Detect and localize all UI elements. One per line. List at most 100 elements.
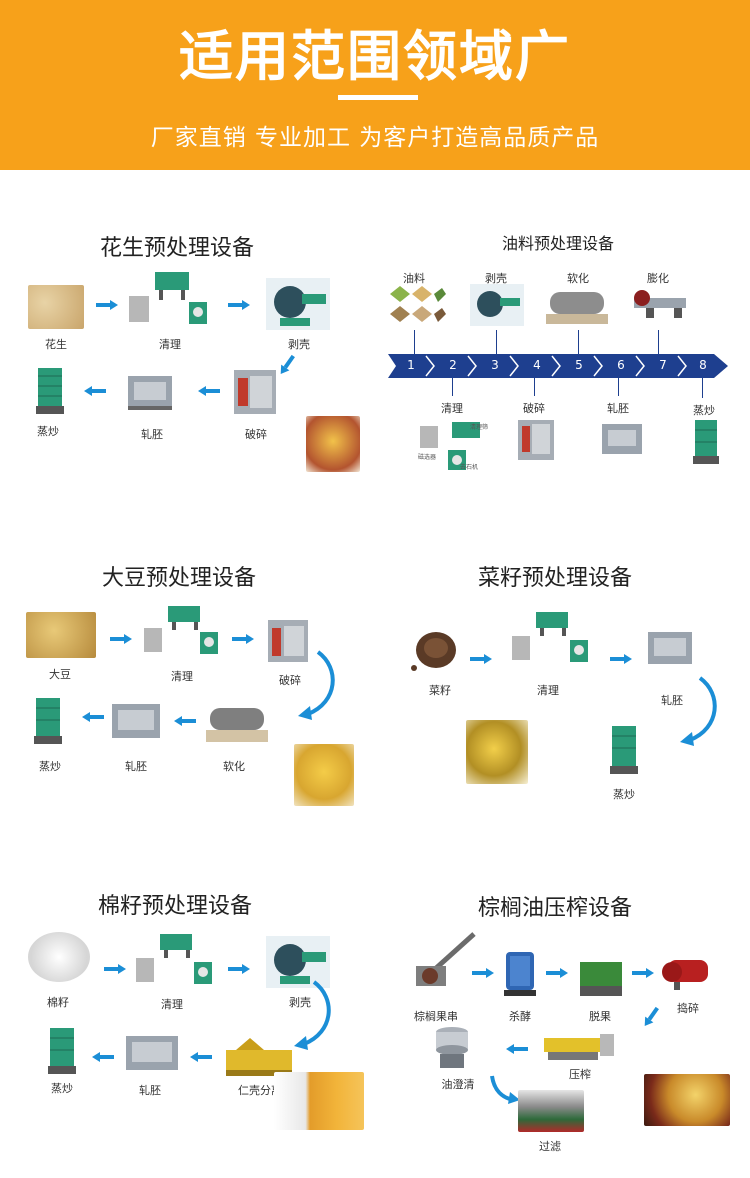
step-number: 7 xyxy=(659,358,667,372)
step-number: 6 xyxy=(617,358,625,372)
peanut-oil-photo xyxy=(306,416,360,472)
steaming-label: 蒸炒 xyxy=(37,425,59,438)
steam-cooker-icon xyxy=(36,368,64,414)
oilseed-top-label: 油料 xyxy=(403,272,425,285)
flow-arrow xyxy=(506,1044,528,1054)
oilseed-top-label: 膨化 xyxy=(647,272,669,285)
step-number: 4 xyxy=(533,358,541,372)
flow-arrow xyxy=(104,964,126,974)
sheller-machine-icon xyxy=(266,936,330,988)
shelling-label: 剥壳 xyxy=(289,996,311,1009)
threshing-machine-icon xyxy=(580,962,622,996)
palm-bunch-conveyor-icon xyxy=(416,932,476,986)
vibrating-sieve-icon xyxy=(436,1027,468,1068)
connector-line xyxy=(702,378,703,398)
steam-cooker-icon xyxy=(48,1028,76,1074)
flaking-label: 轧胚 xyxy=(125,760,147,773)
oilseed-cleaning-group-icon xyxy=(420,422,480,470)
down-flow-arrow xyxy=(490,1075,520,1104)
sheller-machine-icon xyxy=(266,278,330,330)
rapeseed-label: 菜籽 xyxy=(429,684,451,697)
flaking-mill-icon xyxy=(648,632,692,664)
timeline-bar xyxy=(388,354,728,378)
connector-line xyxy=(578,330,579,354)
cottonseed-label: 棉籽 xyxy=(47,996,69,1009)
rapeseed-section-title: 菜籽预处理设备 xyxy=(478,566,633,591)
filter-press-photo xyxy=(518,1090,584,1132)
cottonseed-section-title: 棉籽预处理设备 xyxy=(98,894,253,919)
tiny-label: 清理筛 xyxy=(470,424,489,431)
step-number: 5 xyxy=(575,358,583,372)
cleaning-machine-icon xyxy=(144,606,218,654)
flaking-label: 轧胚 xyxy=(139,1084,161,1097)
cleaning-machine-icon xyxy=(136,934,212,984)
sterilizer-icon xyxy=(504,952,536,996)
title-underline xyxy=(338,95,418,100)
flow-arrow xyxy=(610,654,632,664)
process-timeline: 1 2 3 4 5 6 7 8 xyxy=(388,354,728,378)
page-title: 适用范围领域广 xyxy=(179,25,571,88)
oilseed-crusher-icon xyxy=(518,420,554,460)
cleaning-machine-icon xyxy=(129,272,207,324)
flow-arrow xyxy=(190,1052,212,1062)
flaking-label: 轧胚 xyxy=(661,694,683,707)
palm-label: 脱果 xyxy=(589,1010,611,1023)
flow-arrow xyxy=(84,386,106,396)
cleaning-label: 清理 xyxy=(161,998,183,1011)
softening-machine-icon xyxy=(546,292,608,324)
crushing-label: 破碎 xyxy=(279,674,301,687)
cottonseed-oil-photo xyxy=(274,1072,364,1130)
cleaning-label: 清理 xyxy=(171,670,193,683)
oilseed-sheller-icon xyxy=(470,284,524,326)
oilseed-flaking-icon xyxy=(602,424,642,454)
oilseed-bottom-label: 破碎 xyxy=(523,402,545,415)
page-subtitle: 厂家直销 专业加工 为客户打造高品质产品 xyxy=(150,125,600,151)
steam-cooker-icon xyxy=(610,726,638,774)
palm-label: 过滤 xyxy=(539,1140,561,1153)
softening-label: 软化 xyxy=(223,760,245,773)
connector-line xyxy=(618,378,619,396)
palm-label: 捣碎 xyxy=(677,1002,699,1015)
step-number: 8 xyxy=(699,358,707,372)
flow-arrow xyxy=(641,1005,662,1029)
cleaning-label: 清理 xyxy=(537,684,559,697)
oilseed-bottom-label: 清理 xyxy=(441,402,463,415)
flow-arrow xyxy=(110,634,132,644)
crusher-machine-icon xyxy=(234,370,276,414)
tiny-label: 磁选器 xyxy=(418,454,437,461)
oilseed-bottom-label: 蒸炒 xyxy=(693,404,715,417)
palm-label: 棕榈果串 xyxy=(414,1010,458,1023)
step-number: 3 xyxy=(491,358,499,372)
flow-arrow xyxy=(632,968,654,978)
shelling-label: 剥壳 xyxy=(288,338,310,351)
steaming-label: 蒸炒 xyxy=(51,1082,73,1095)
cleaning-label: 清理 xyxy=(159,338,181,351)
step-number: 2 xyxy=(449,358,457,372)
softening-machine-icon xyxy=(206,708,268,742)
peanut-section-title: 花生预处理设备 xyxy=(100,236,255,261)
palm-label: 油澄清 xyxy=(441,1078,475,1091)
connector-line xyxy=(534,378,535,396)
soybean-section-title: 大豆预处理设备 xyxy=(102,566,257,591)
screw-press-icon xyxy=(544,1034,614,1060)
hull-separator-icon xyxy=(226,1038,292,1076)
oilseed-top-label: 剥壳 xyxy=(485,272,507,285)
flow-arrow xyxy=(92,1052,114,1062)
peanut-label: 花生 xyxy=(45,338,67,351)
rapeseed-oil-photo xyxy=(466,720,528,784)
crusher-machine-icon xyxy=(268,620,308,662)
rapeseed-photo xyxy=(411,632,456,671)
flow-arrow xyxy=(472,968,494,978)
steaming-label: 蒸炒 xyxy=(39,760,61,773)
peanut-photo xyxy=(28,285,84,329)
connector-line xyxy=(414,330,415,354)
curved-flow-arrow xyxy=(298,650,335,720)
crushing-label: 破碎 xyxy=(245,428,267,441)
flow-arrow xyxy=(198,386,220,396)
soybean-label: 大豆 xyxy=(49,668,71,681)
palm-label: 杀酵 xyxy=(509,1010,531,1023)
flow-arrow xyxy=(232,634,254,644)
cottonseed-photo xyxy=(28,932,90,982)
flow-arrow xyxy=(470,654,492,664)
curved-flow-arrow xyxy=(680,676,717,746)
